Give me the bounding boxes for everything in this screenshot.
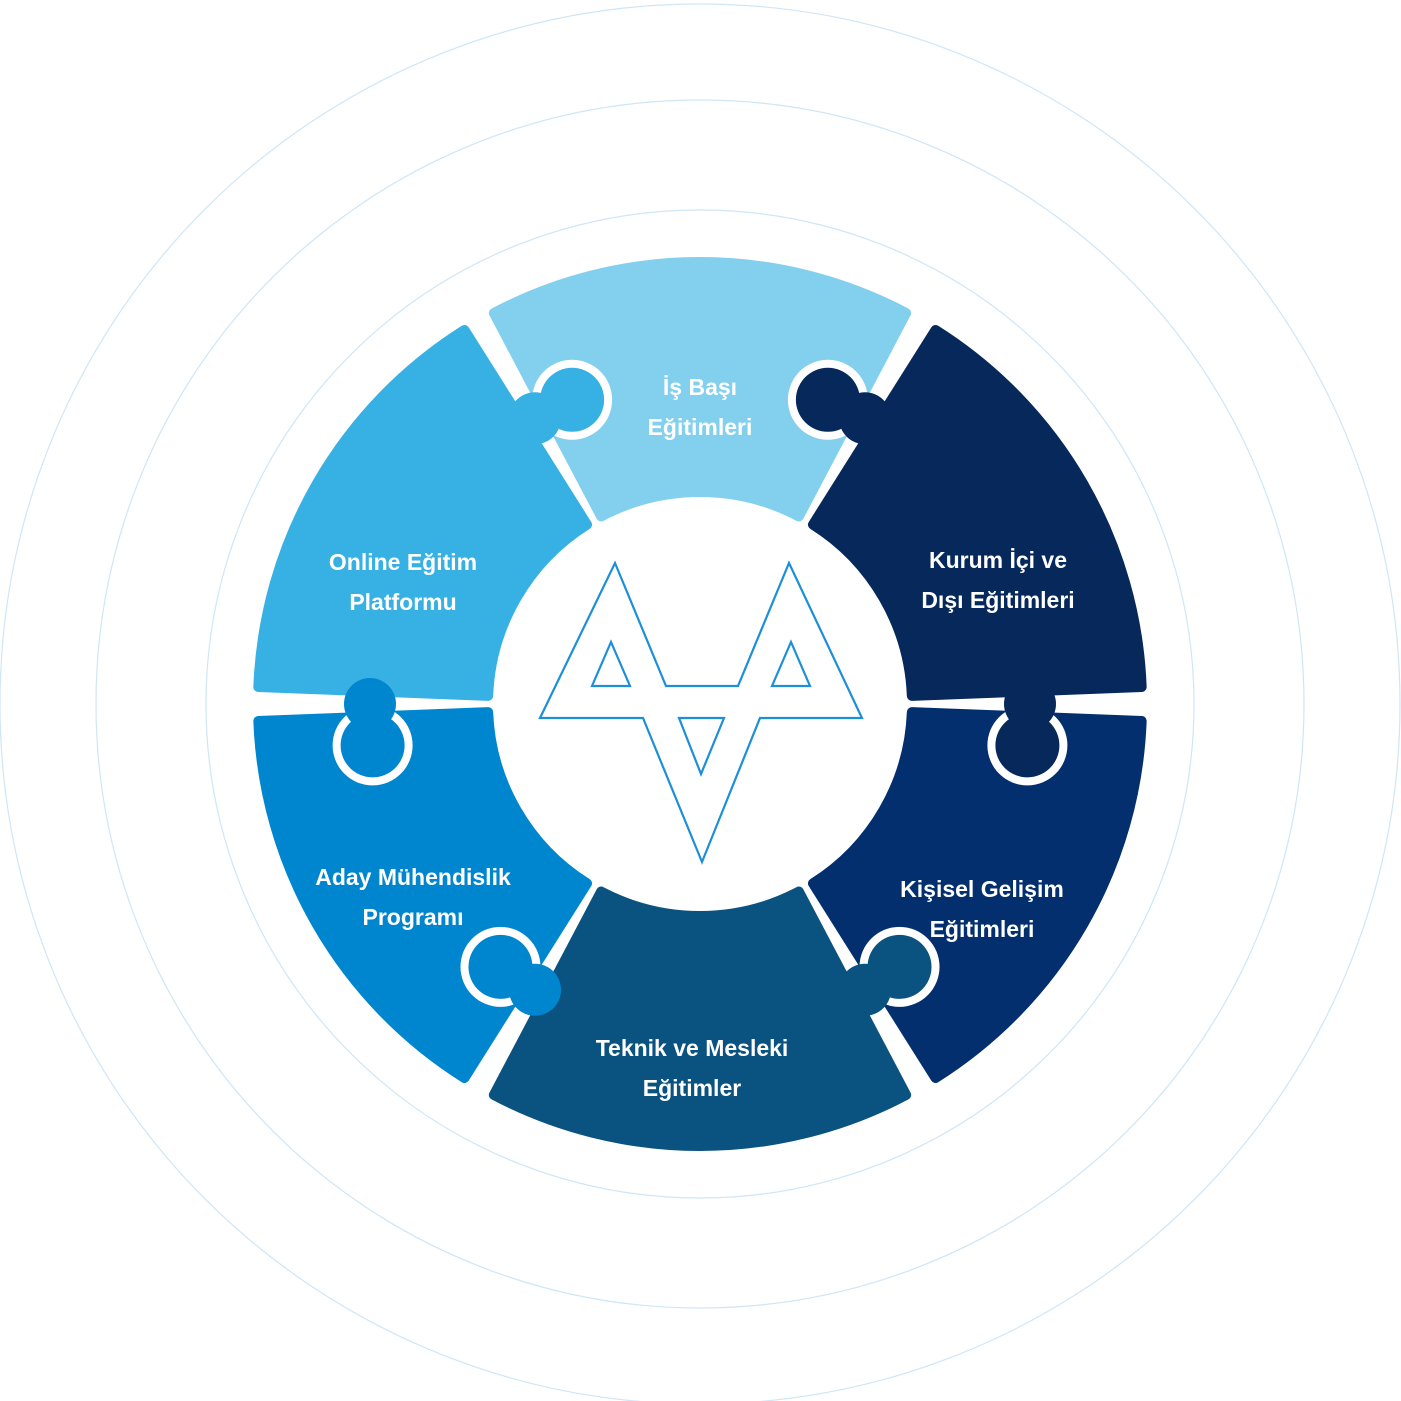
label-line: Eğitimleri (930, 916, 1035, 942)
label-line: Online Eğitim (329, 549, 477, 575)
segment-kurum-ici (807, 324, 1147, 701)
label-line: Platformu (349, 589, 456, 615)
label-kurum-ici: Kurum İçi ve Dışı Eğitimleri (921, 547, 1074, 613)
segment-online-egitim (253, 324, 593, 701)
knob-head-1 (540, 367, 605, 432)
label-line: Dışı Eğitimleri (921, 587, 1074, 613)
knob-head-5 (468, 934, 533, 999)
label-line: Eğitimler (643, 1075, 741, 1101)
puzzle-knobs (332, 359, 1068, 1016)
label-line: Programı (363, 904, 464, 930)
triangle-logo-icon (538, 560, 864, 865)
knob-head-4 (867, 934, 932, 999)
knob-head-6 (340, 713, 405, 778)
label-line: İş Başı (663, 374, 737, 400)
logo-outline-icon (538, 560, 864, 865)
background-rings (0, 3, 1401, 1401)
label-line: Aday Mühendislik (315, 864, 511, 890)
label-line: Kurum İçi ve (929, 547, 1067, 573)
label-line: Teknik ve Mesleki (596, 1035, 789, 1061)
logo-bottom-triangle-icon (677, 716, 726, 777)
segment-is-basi (488, 257, 912, 522)
knob-head-2 (795, 367, 860, 432)
segment-teknik-mesleki (488, 886, 912, 1151)
label-line: Kişisel Gelişim (900, 876, 1064, 902)
background-ring-3 (205, 209, 1195, 1199)
label-line: Eğitimleri (648, 414, 753, 440)
logo-left-triangle-icon (590, 639, 632, 688)
background-ring-2 (95, 99, 1305, 1309)
knob-head-3 (995, 713, 1060, 778)
logo-right-triangle-icon (770, 639, 812, 688)
background-ring-1 (0, 3, 1401, 1401)
